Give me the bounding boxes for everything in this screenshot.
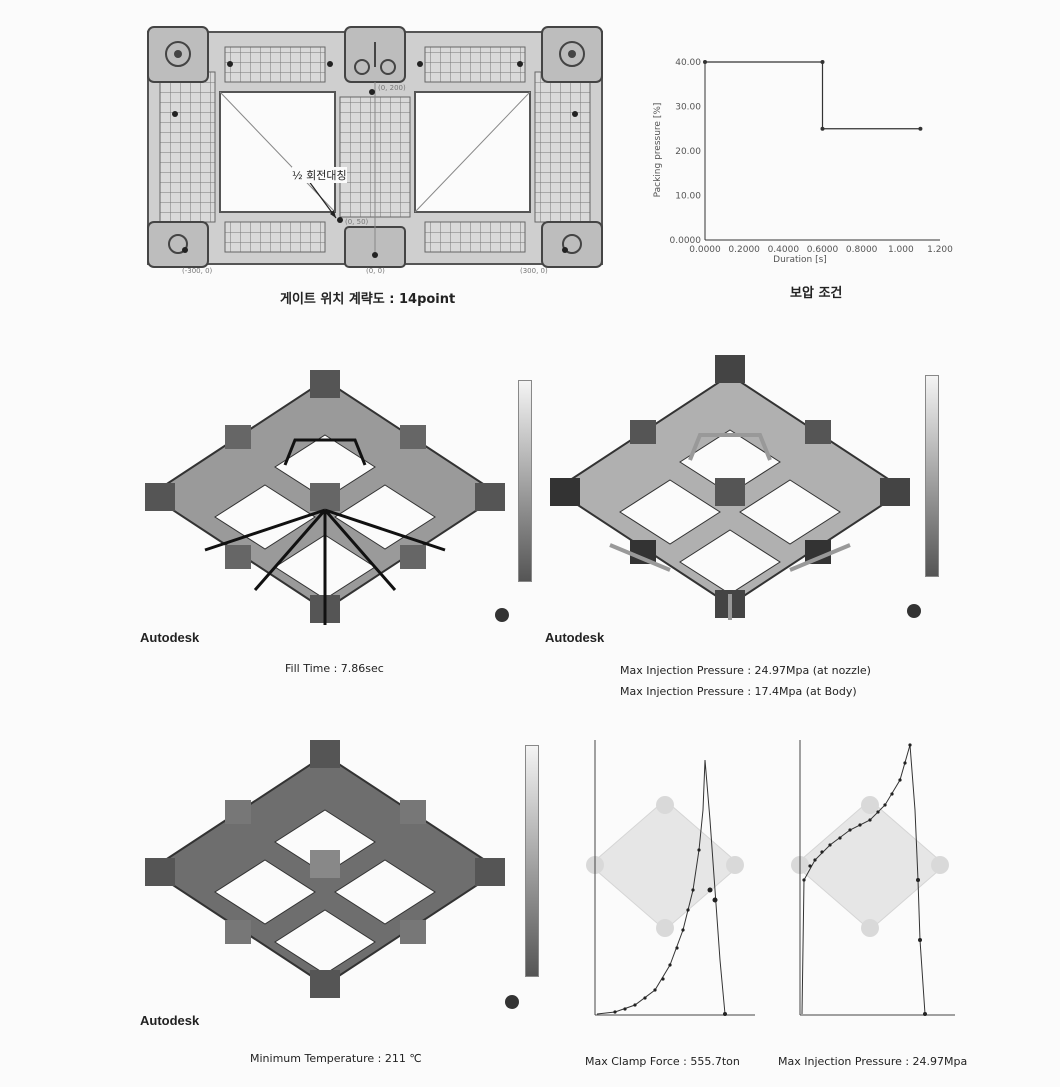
clamp-force-svg: [586, 740, 755, 1016]
x-tick-label: 1.200: [927, 245, 953, 255]
corner-block: [541, 221, 603, 268]
corner-block: [147, 221, 209, 268]
gate-layout-caption: 게이트 위치 계략도 : 14point: [280, 292, 456, 307]
x-tick-label: 0.6000: [807, 245, 839, 255]
x-tick-label: 0.8000: [846, 245, 878, 255]
gate-layout-panel: ½ 회전대칭 (0, 200) (0, 50) (-300, 0) (0, 0)…: [140, 22, 610, 282]
y-tick-label: 20.00: [675, 147, 701, 157]
clamp-force-caption: Max Clamp Force : 555.7ton: [585, 1055, 740, 1068]
data-point: [820, 126, 825, 131]
gate-points: [172, 61, 578, 258]
corner-block: [344, 26, 406, 83]
x-axis-label: Duration [s]: [773, 255, 827, 265]
brand-logo: Autodesk: [140, 1013, 200, 1028]
brand-logo: Autodesk: [140, 630, 200, 645]
orientation-icon: [907, 604, 921, 618]
y-tick-label: 30.00: [675, 103, 701, 113]
x-tick-label: 0.2000: [728, 245, 760, 255]
orientation-icon: [505, 995, 519, 1009]
y-axis-label: Packing pressure [%]: [653, 103, 663, 198]
temperature-caption: Minimum Temperature : 211 ℃: [250, 1052, 422, 1065]
injection-pressure-result: Autodesk: [545, 340, 965, 645]
injection-pressure-plot: [770, 730, 960, 1030]
injection-pressure-model: [550, 355, 910, 620]
fill-time-result: Autodesk: [140, 340, 550, 645]
injection-plot-caption: Max Injection Pressure : 24.97Mpa: [778, 1055, 968, 1068]
brand-logo: Autodesk: [545, 630, 605, 645]
coord-label: (0, 50): [345, 218, 369, 226]
series-line: [705, 61, 921, 130]
x-tick-label: 1.000: [888, 245, 914, 255]
injection-pressure-svg: [791, 740, 955, 1016]
packing-chart-svg: 0.0000 0.2000 0.4000 0.6000 0.8000 1.000 1.200…: [653, 58, 954, 265]
orientation-icon: [495, 608, 509, 622]
data-point: [918, 126, 923, 131]
x-tick-label: 0.4000: [768, 245, 800, 255]
coord-label: (300, 0): [520, 267, 548, 275]
gate-layout-drawing: [147, 26, 603, 268]
color-scale-bar: [525, 745, 539, 977]
color-scale-bar: [518, 380, 532, 582]
color-scale-bar: [925, 375, 939, 577]
injection-pressure-caption-nozzle: Max Injection Pressure : 24.97Mpa (at no…: [620, 664, 871, 677]
chart-series: [703, 60, 923, 131]
x-tick-label: 0.0000: [689, 245, 721, 255]
temperature-model: [145, 740, 505, 998]
y-tick-label: 40.00: [675, 58, 701, 68]
y-tick-label: 0.0000: [670, 236, 702, 246]
fill-time-caption: Fill Time : 7.86sec: [285, 662, 384, 675]
corner-block: [541, 26, 603, 83]
injection-pressure-caption-body: Max Injection Pressure : 17.4Mpa (at Bod…: [620, 685, 857, 698]
data-point: [820, 60, 825, 64]
fill-time-model: [145, 370, 505, 625]
coord-label: (0, 200): [378, 84, 406, 92]
packing-chart: 0.0000 0.2000 0.4000 0.6000 0.8000 1.000 1.200…: [650, 50, 960, 270]
temperature-result: Autodesk: [140, 735, 550, 1035]
coord-label: (-300, 0): [182, 267, 213, 275]
packing-chart-caption: 보압 조건: [790, 286, 843, 301]
chart-axes: [704, 62, 940, 241]
rotation-symmetry-note: ½ 회전대칭: [292, 167, 347, 183]
data-point: [703, 60, 707, 64]
coord-label: (0, 0): [366, 267, 385, 275]
y-tick-label: 10.00: [675, 192, 701, 202]
clamp-force-plot: [565, 730, 760, 1030]
chart-ticks: 0.0000 0.2000 0.4000 0.6000 0.8000 1.000 1.200…: [670, 58, 954, 255]
corner-block: [147, 26, 209, 83]
